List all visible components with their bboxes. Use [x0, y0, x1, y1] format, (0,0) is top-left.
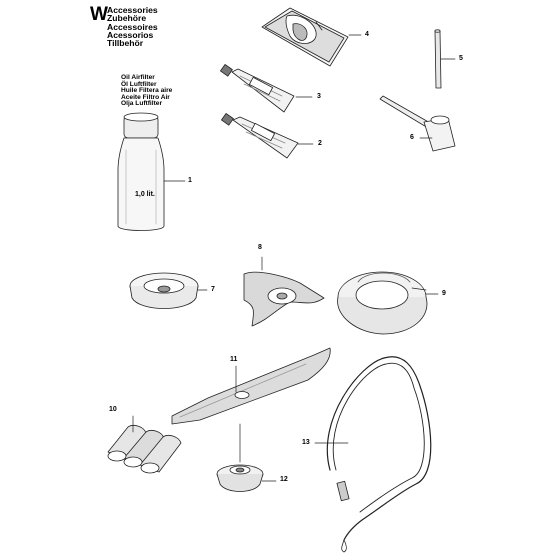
part-9-guard	[337, 271, 439, 335]
part-7-cup	[129, 272, 208, 309]
oil-label-de: Öl Luftfilter	[121, 80, 157, 88]
section-title-fr: Accessoires	[107, 21, 158, 32]
callout-8: 8	[258, 244, 262, 251]
part-12-cup-nut	[216, 423, 277, 492]
part-1-oil-bottle	[117, 112, 186, 231]
callout-12: 12	[280, 476, 288, 483]
section-titles: Accessories Zubehöre Accessoires Acessor…	[107, 5, 158, 49]
part-10-cord-packs	[107, 415, 182, 474]
oil-label-es: Aceite Filtro Air	[121, 93, 170, 101]
callout-2: 2	[318, 140, 322, 147]
callout-13: 13	[302, 439, 310, 446]
callout-10: 10	[109, 406, 117, 413]
callout-1: 1	[188, 177, 192, 184]
callout-7: 7	[211, 286, 215, 293]
callout-11: 11	[230, 356, 238, 363]
part-6-spanner	[379, 95, 456, 152]
section-title-sv: Tillbehör	[107, 38, 144, 49]
oil-product-label: Oil Airfilter Öl Luftfilter Huile Filter…	[121, 74, 173, 108]
section-title-es: Acessorios	[107, 29, 154, 40]
part-5-rod	[434, 29, 456, 89]
part-13-strap	[314, 356, 432, 553]
bottle-volume-label: 1,0 lit.	[135, 191, 155, 198]
section-title-en: Accessories	[107, 5, 158, 15]
callout-4: 4	[365, 31, 369, 38]
callout-6: 6	[410, 134, 414, 141]
part-2-grease-tube	[221, 113, 299, 159]
callout-3: 3	[317, 93, 321, 100]
part-11-long-blade	[171, 347, 331, 425]
oil-label-en: Oil Airfilter	[121, 74, 155, 81]
part-8-blade	[243, 256, 325, 327]
oil-label-sv: Olja Luftfilter	[121, 100, 163, 108]
part-4-harness-pad	[261, 7, 349, 67]
callout-5: 5	[459, 55, 463, 62]
section-title-de: Zubehöre	[107, 13, 147, 24]
callout-9: 9	[442, 290, 446, 297]
section-letter: W	[90, 4, 108, 25]
part-3-grease-tube	[220, 64, 295, 113]
oil-label-fr: Huile Filtera aire	[121, 87, 173, 95]
